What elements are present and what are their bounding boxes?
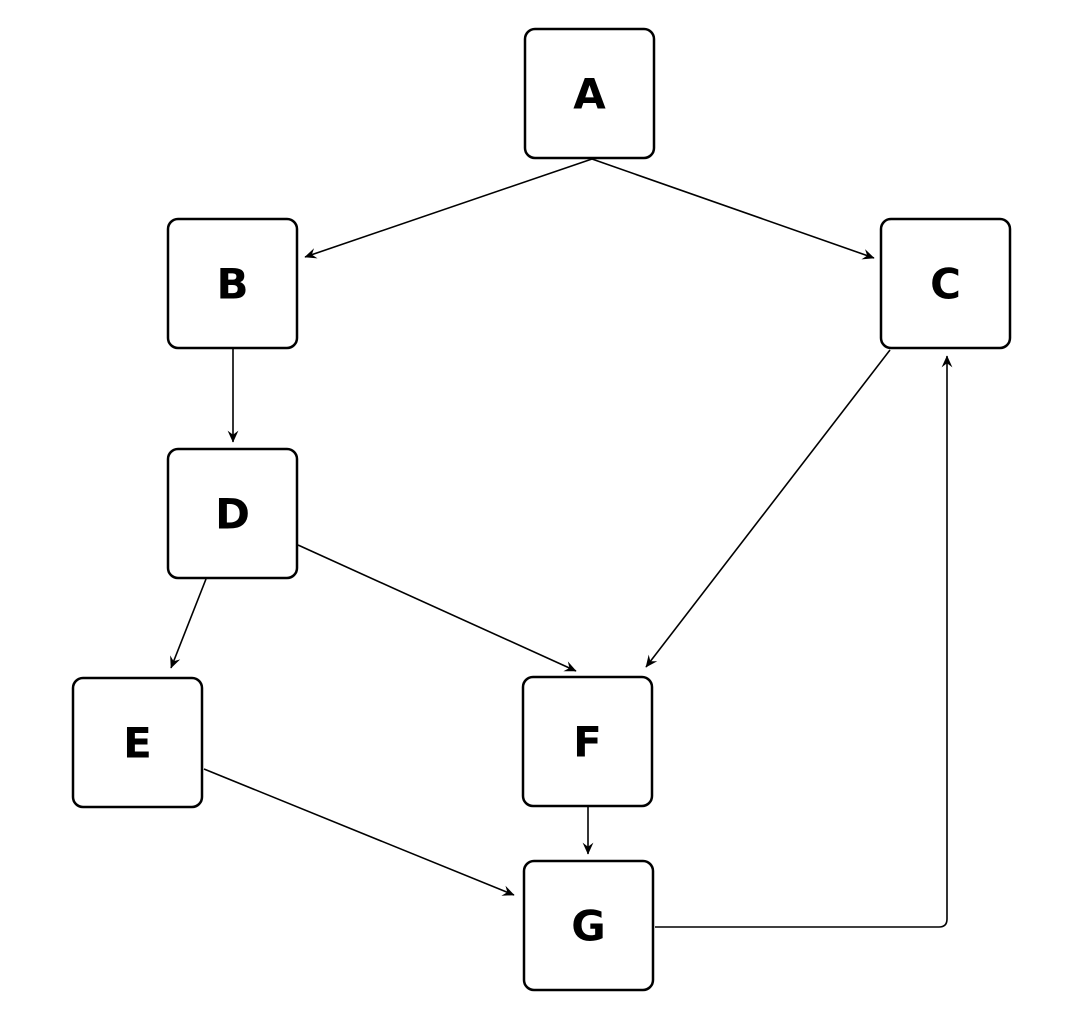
- node-G-label: G: [571, 902, 605, 951]
- node-G-box[interactable]: [522, 859, 655, 992]
- edge-E-to-G: [203, 768, 515, 896]
- edge-G-to-C: [655, 355, 953, 928]
- node-A[interactable]: A: [523, 27, 656, 160]
- node-E[interactable]: E: [71, 676, 204, 809]
- edge-A-to-C: [591, 158, 875, 260]
- node-B[interactable]: B: [166, 217, 299, 350]
- node-F-label: F: [573, 718, 602, 767]
- node-B-box[interactable]: [166, 217, 299, 350]
- edge-D-to-E: [170, 578, 207, 669]
- node-A-box[interactable]: [523, 27, 656, 160]
- node-C-box[interactable]: [879, 217, 1012, 350]
- node-D-box[interactable]: [166, 447, 299, 580]
- node-B-label: B: [216, 260, 248, 309]
- node-C[interactable]: C: [879, 217, 1012, 350]
- node-E-box[interactable]: [71, 676, 204, 809]
- node-C-label: C: [930, 260, 961, 309]
- edge-C-to-F: [645, 349, 891, 668]
- edge-D-to-F: [297, 544, 577, 672]
- node-D-label: D: [215, 490, 250, 539]
- node-F-box[interactable]: [521, 675, 654, 808]
- node-F[interactable]: F: [521, 675, 654, 808]
- edges-layer: [170, 158, 953, 928]
- node-D[interactable]: D: [166, 447, 299, 580]
- edge-A-to-B: [304, 158, 593, 259]
- node-G[interactable]: G: [522, 859, 655, 992]
- node-A-label: A: [573, 70, 606, 119]
- node-E-label: E: [123, 719, 152, 768]
- nodes-layer: A B C D E F G: [71, 27, 1012, 992]
